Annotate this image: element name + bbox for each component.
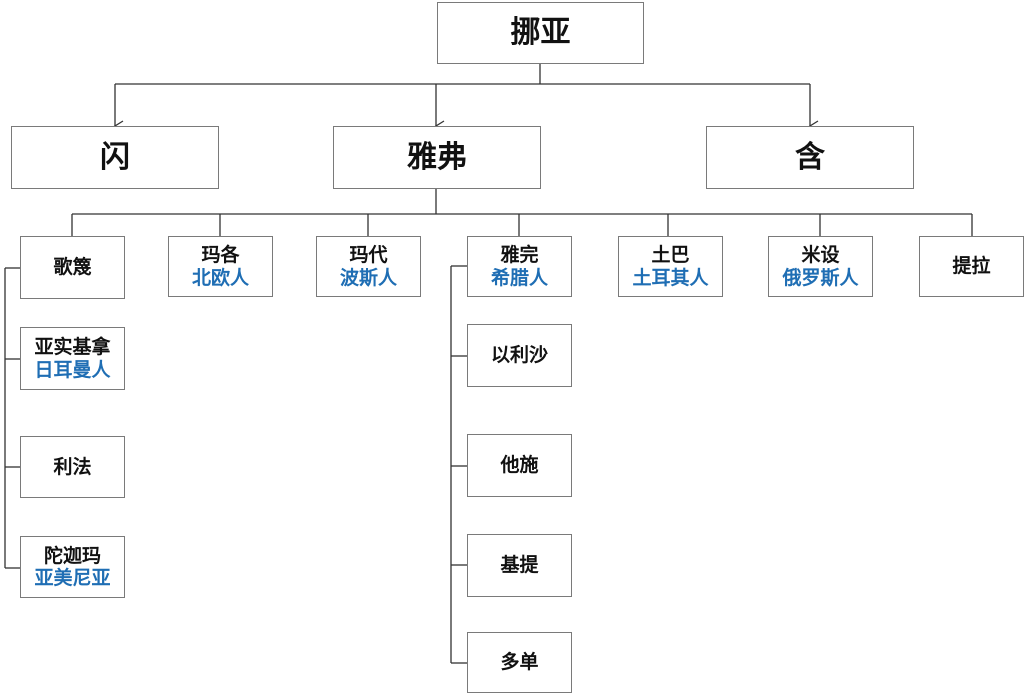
node-tarshish-name: 他施: [500, 454, 539, 477]
node-tarshish: 他施: [467, 434, 572, 497]
node-magog-people: 北欧人: [191, 266, 249, 289]
node-ashkenaz-people: 日耳曼人: [34, 358, 111, 381]
node-gomer-name: 歌篾: [53, 256, 92, 279]
node-gomer: 歌篾: [20, 236, 125, 299]
node-kittim: 基提: [467, 534, 572, 597]
node-ham-name: 含: [795, 139, 825, 175]
node-ashkenaz-name: 亚实基拿: [34, 336, 111, 359]
node-togarmah-name: 陀迦玛: [43, 544, 101, 567]
node-madai: 玛代 波斯人: [316, 236, 421, 297]
node-meshech-name: 米设: [801, 244, 840, 267]
node-riphath: 利法: [20, 436, 125, 498]
node-noah-name: 挪亚: [510, 15, 571, 51]
node-javan: 雅完 希腊人: [467, 236, 572, 297]
node-magog-name: 玛各: [201, 244, 240, 267]
node-togarmah: 陀迦玛 亚美尼亚: [20, 536, 125, 598]
node-shem: 闪: [11, 126, 219, 189]
node-kittim-name: 基提: [500, 554, 539, 577]
node-riphath-name: 利法: [53, 455, 92, 478]
node-meshech: 米设 俄罗斯人: [768, 236, 873, 297]
node-tubal-name: 土巴: [651, 244, 690, 267]
node-magog: 玛各 北欧人: [168, 236, 273, 297]
node-japheth-name: 雅弗: [407, 139, 467, 175]
node-ashkenaz: 亚实基拿 日耳曼人: [20, 327, 125, 390]
node-madai-name: 玛代: [349, 244, 388, 267]
node-dodanim-name: 多单: [500, 651, 539, 674]
node-madai-people: 波斯人: [339, 266, 397, 289]
node-japheth: 雅弗: [333, 126, 541, 189]
node-shem-name: 闪: [100, 139, 130, 175]
node-ham: 含: [706, 126, 914, 189]
node-tubal-people: 土耳其人: [632, 266, 709, 289]
node-noah: 挪亚: [437, 2, 644, 64]
node-tiras: 提拉: [919, 236, 1024, 297]
node-togarmah-people: 亚美尼亚: [34, 567, 111, 589]
node-elishah-name: 以利沙: [490, 344, 548, 367]
node-javan-name: 雅完: [500, 244, 539, 267]
node-dodanim: 多单: [467, 632, 572, 693]
node-elishah: 以利沙: [467, 324, 572, 387]
node-tubal: 土巴 土耳其人: [618, 236, 723, 297]
node-tiras-name: 提拉: [952, 255, 991, 278]
node-meshech-people: 俄罗斯人: [782, 266, 859, 289]
node-javan-people: 希腊人: [490, 266, 548, 289]
